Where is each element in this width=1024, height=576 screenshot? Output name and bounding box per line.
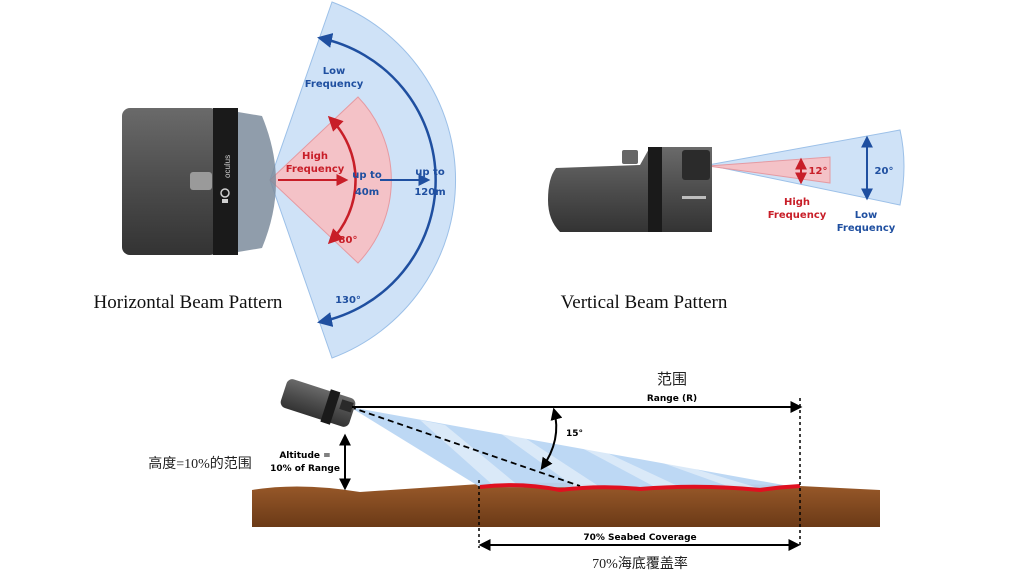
beam-center-line: [349, 406, 581, 487]
range-label-cn: 范围: [657, 371, 687, 388]
sonar-device-side-view: [548, 147, 712, 232]
coverage-beam: [350, 407, 800, 488]
low-frequency-label-2: Frequency: [305, 79, 364, 90]
coverage-label: 70% Seabed Coverage: [583, 533, 696, 543]
high-frequency-angle-arrow: [327, 115, 357, 245]
beam-stripes: [420, 420, 755, 487]
low-range-label-1: up to: [415, 167, 445, 178]
altitude-label-2: 10% of Range: [270, 464, 340, 474]
low-frequency-angle-arrow: [317, 33, 437, 327]
range-label: Range (R): [647, 394, 697, 404]
high-range-label-1: up to: [352, 170, 382, 181]
high-frequency-label-2: Frequency: [286, 164, 345, 175]
logo-icon: [220, 188, 230, 203]
high-range-label-2: 40m: [355, 187, 379, 198]
sonar-device-tilted: [280, 379, 356, 427]
seabed: [252, 482, 880, 527]
brand-text: oculus: [223, 155, 232, 178]
high-frequency-label-1: High: [302, 151, 328, 162]
beam-angle-arrow: [540, 407, 563, 470]
sonar-device-top-view: oculus: [122, 108, 276, 255]
altitude-label-cn: 高度=10%的范围: [148, 455, 252, 472]
vertical-beam-group: 12° 20° High Frequency Low Frequency Ver…: [548, 129, 905, 313]
beam-angle-label: 15°: [566, 429, 583, 439]
horizontal-caption: Horizontal Beam Pattern: [94, 292, 283, 313]
seabed-coverage-line: [479, 483, 801, 493]
vertical-low-angle-label: 20°: [875, 166, 894, 177]
vertical-caption: Vertical Beam Pattern: [561, 292, 728, 313]
horizontal-beam-group: oculus Low Frequency High Frequency up t…: [94, 1, 456, 359]
vertical-low-label-1: Low: [855, 210, 877, 221]
low-angle-label: 130°: [335, 295, 361, 306]
low-range-label-2: 120m: [414, 187, 445, 198]
low-frequency-label-1: Low: [323, 66, 345, 77]
coverage-label-cn: 70%海底覆盖率: [592, 555, 688, 572]
vertical-high-label-2: Frequency: [768, 210, 827, 221]
vertical-low-label-2: Frequency: [837, 223, 896, 234]
vertical-high-label-1: High: [784, 197, 810, 208]
high-angle-label: 80°: [339, 235, 358, 246]
coverage-diagram-group: 范围 Range (R) 15° 高度=10%的范围 Altitude = 10…: [148, 371, 880, 572]
vertical-high-angle-label: 12°: [809, 166, 828, 177]
altitude-label-1: Altitude =: [279, 451, 330, 461]
